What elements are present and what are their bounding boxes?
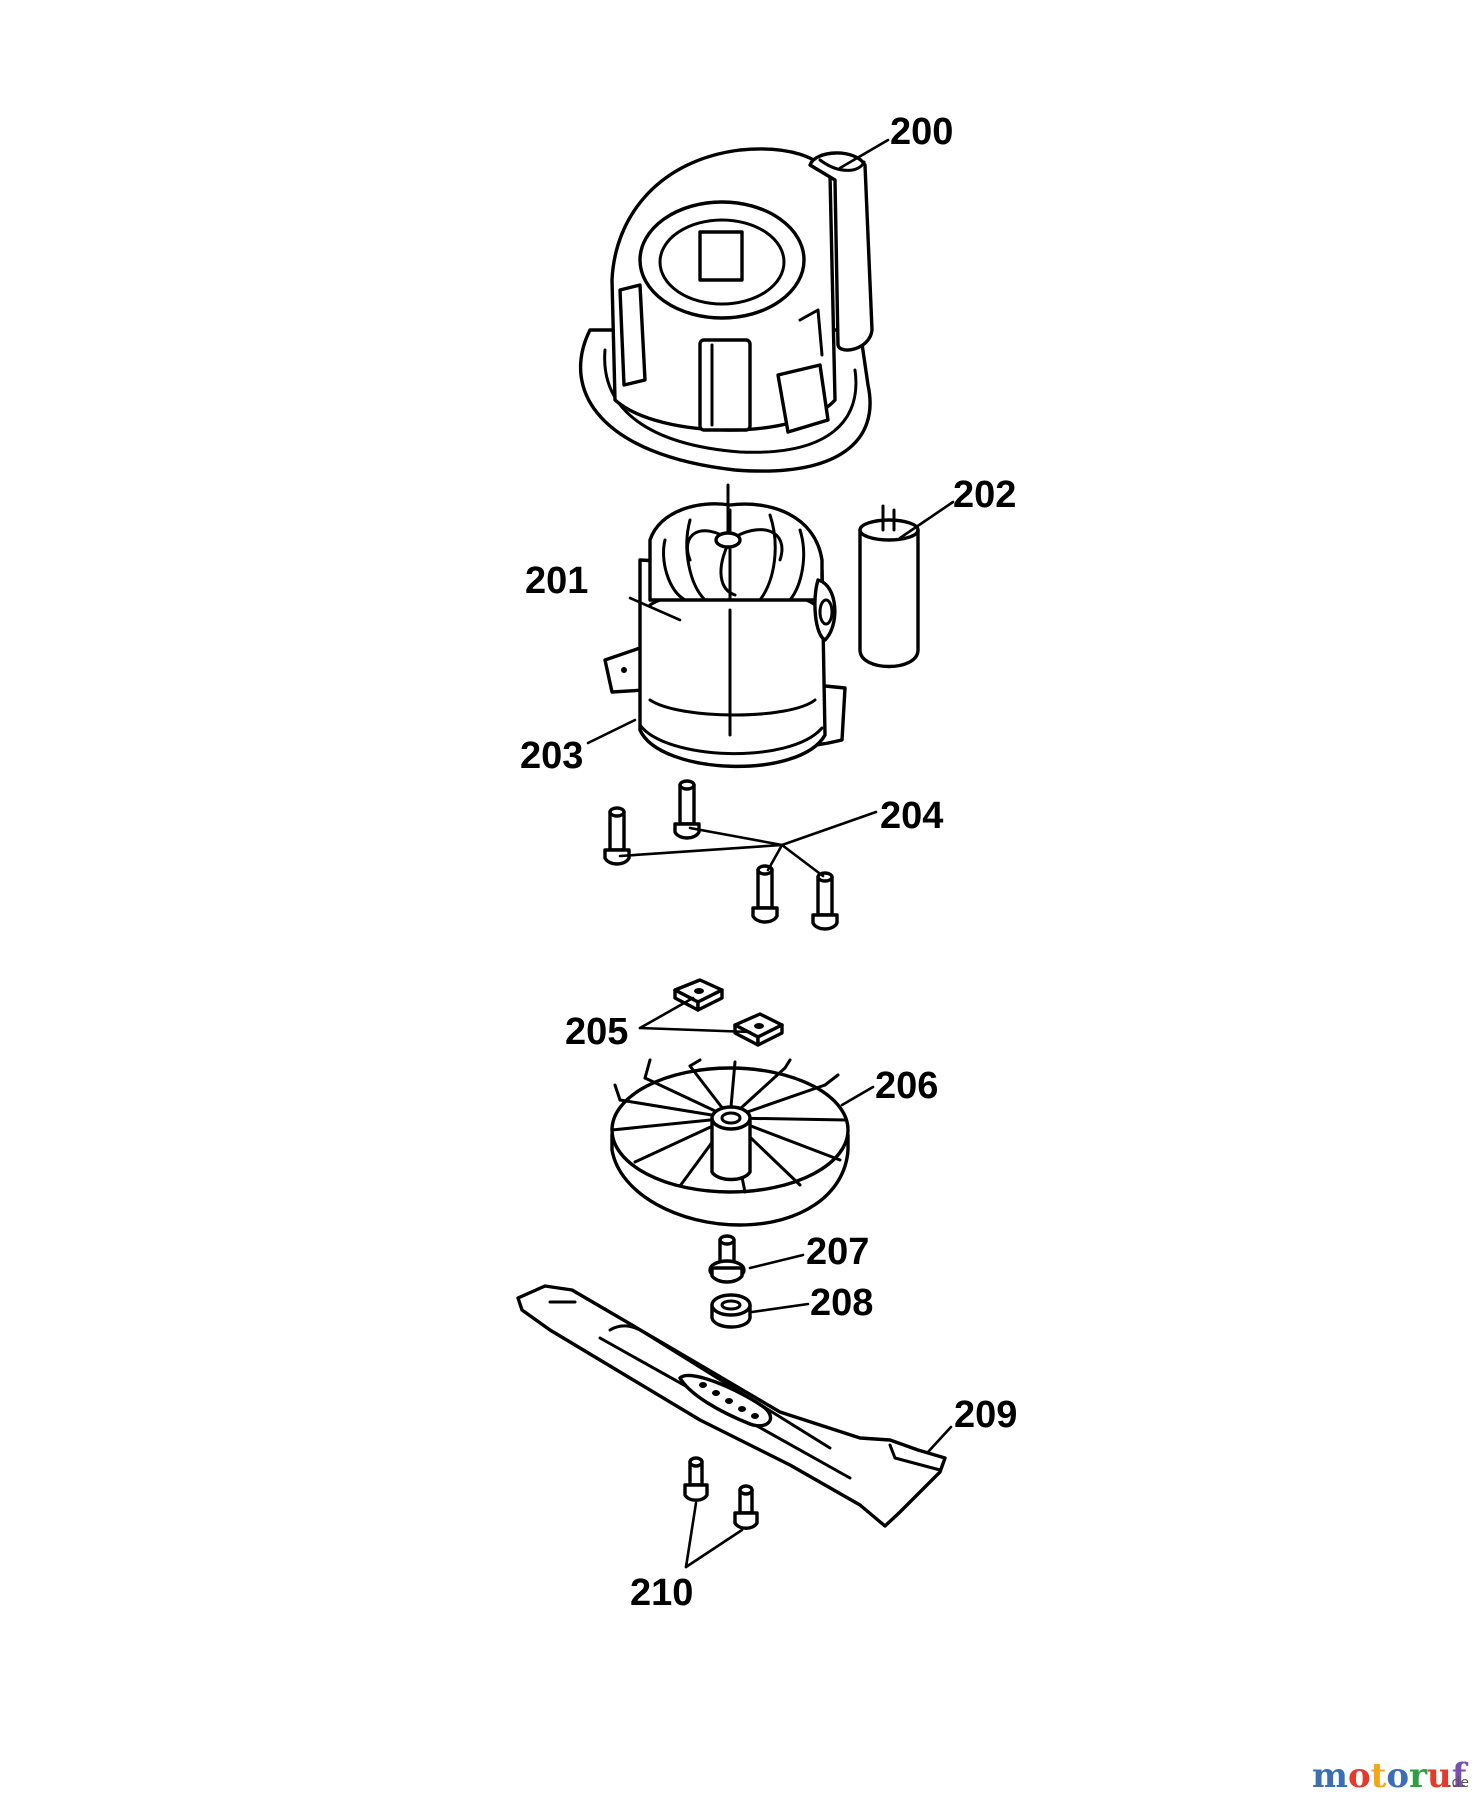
- mower-blade-209: [516, 1284, 947, 1528]
- square-nuts-205: [673, 978, 784, 1047]
- callout-207: 207: [806, 1231, 869, 1273]
- screw: [603, 806, 631, 866]
- bolt: [733, 1484, 759, 1530]
- watermark-letter: r: [1409, 1756, 1428, 1796]
- watermark-letter: m: [1312, 1756, 1348, 1796]
- fan-impeller-206: [610, 1058, 850, 1227]
- watermark-letter: o: [1348, 1756, 1371, 1796]
- screw: [673, 779, 701, 840]
- watermark-tld: .de: [1447, 1775, 1469, 1791]
- callout-205: 205: [565, 1011, 628, 1053]
- capacitor-202: [858, 504, 920, 669]
- motor-rotor-201: [648, 483, 837, 642]
- motoruf-watermark-logo: motoruf .de: [1312, 1756, 1469, 1796]
- bolt: [683, 1456, 709, 1502]
- callout-labels: 200 201 202 203 204 205 206 207 208 209 …: [520, 111, 1017, 1614]
- callout-200: 200: [890, 111, 953, 153]
- watermark-letter: t: [1371, 1756, 1387, 1796]
- callout-209: 209: [954, 1394, 1017, 1436]
- callout-204: 204: [880, 795, 943, 837]
- screws-204: [603, 779, 839, 931]
- screw: [751, 864, 779, 924]
- bolt-207: [708, 1234, 746, 1284]
- callout-210: 210: [630, 1572, 693, 1614]
- callout-206: 206: [875, 1065, 938, 1107]
- callout-201: 201: [525, 560, 588, 602]
- spacer-ring-208: [710, 1293, 752, 1329]
- motor-housing-200: [579, 147, 874, 473]
- watermark-letter: u: [1427, 1756, 1452, 1796]
- svg-text:motoruf: motoruf: [1312, 1756, 1469, 1796]
- blade-bolts-210: [683, 1456, 759, 1530]
- screw: [811, 871, 839, 931]
- callout-202: 202: [953, 474, 1016, 516]
- watermark-letter: f: [1452, 1756, 1469, 1796]
- watermark-letter: o: [1386, 1756, 1409, 1796]
- callout-208: 208: [810, 1282, 873, 1324]
- callout-203: 203: [520, 735, 583, 777]
- leader-lines: [586, 138, 955, 1569]
